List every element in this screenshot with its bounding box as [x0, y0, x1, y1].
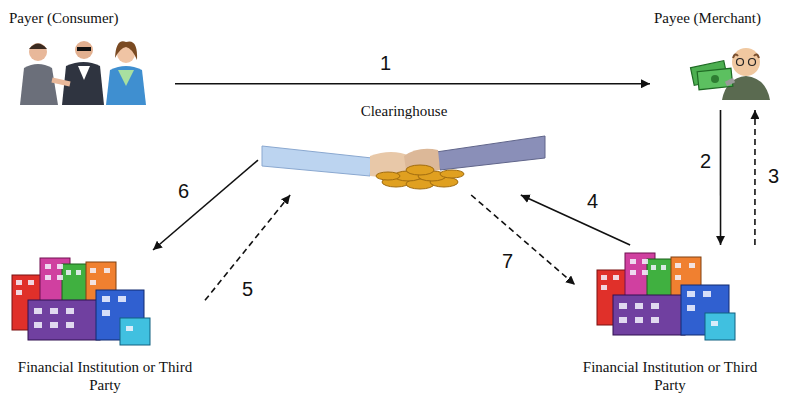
flow-arrow: [175, 83, 650, 85]
people-icon-part: [118, 70, 134, 86]
people-icon-part: [106, 66, 146, 105]
people-icon-part: [20, 64, 58, 105]
merchant-icon-part: [711, 75, 719, 83]
step-number: 5: [240, 278, 255, 300]
step-number: 7: [500, 250, 515, 272]
node-caption: Financial Institution or Third Party: [583, 358, 758, 394]
flow-arrow: [521, 195, 630, 245]
merchant-icon-part: [697, 68, 733, 89]
handshake-icon-part: [262, 146, 372, 176]
actor-node: Financial Institution or Third Party: [575, 245, 765, 398]
merchant-icon-part: [732, 48, 760, 76]
people-icon-part: [29, 43, 47, 61]
actor-node: Payer (Consumer): [5, 5, 175, 110]
actor-node: Financial Institution or Third Party: [5, 250, 205, 398]
step-number: 6: [176, 180, 191, 202]
handshake-icon-part-part: [376, 172, 400, 180]
buildings-icon: [12, 258, 150, 345]
node-caption: Clearinghouse: [361, 102, 448, 120]
actor-node: Payee (Merchant): [650, 5, 800, 110]
people-icon-part: [115, 41, 137, 60]
merchant-icon-part: [726, 80, 734, 84]
node-caption: Payee (Merchant): [654, 9, 761, 27]
merchant-icon-part: [749, 59, 756, 66]
merchant-icon-part: [733, 54, 759, 58]
people-icon-part: [78, 66, 90, 80]
dashed-flow-arrow: [754, 110, 756, 245]
people-icon: [20, 41, 146, 105]
people-icon-part: [77, 47, 91, 51]
step-number: 1: [378, 52, 393, 74]
node-caption: Financial Institution or Third Party: [18, 358, 193, 394]
people-icon-part: [29, 44, 47, 50]
step-number: 3: [766, 165, 781, 187]
people-icon-part: [75, 41, 93, 59]
flow-arrow: [153, 160, 258, 250]
handshake-icon-part: [436, 136, 545, 170]
node-caption: Payer (Consumer): [9, 9, 119, 27]
dashed-flow-arrow: [471, 195, 575, 285]
handshake-icon: [262, 136, 545, 189]
step-number: 2: [698, 150, 713, 172]
buildings-icon: [597, 253, 735, 340]
handshake-icon-part-part: [406, 165, 434, 175]
step-number: 4: [585, 190, 600, 212]
people-icon-part: [52, 80, 70, 84]
dashed-flow-arrow: [205, 195, 290, 300]
flow-arrow: [720, 110, 722, 245]
handshake-icon-part-part: [440, 170, 464, 178]
handshake-icon-part: [376, 165, 464, 189]
merchant-icon-part: [737, 59, 744, 66]
merchant-icon: [691, 48, 770, 100]
actor-node: Clearinghouse: [258, 98, 550, 195]
